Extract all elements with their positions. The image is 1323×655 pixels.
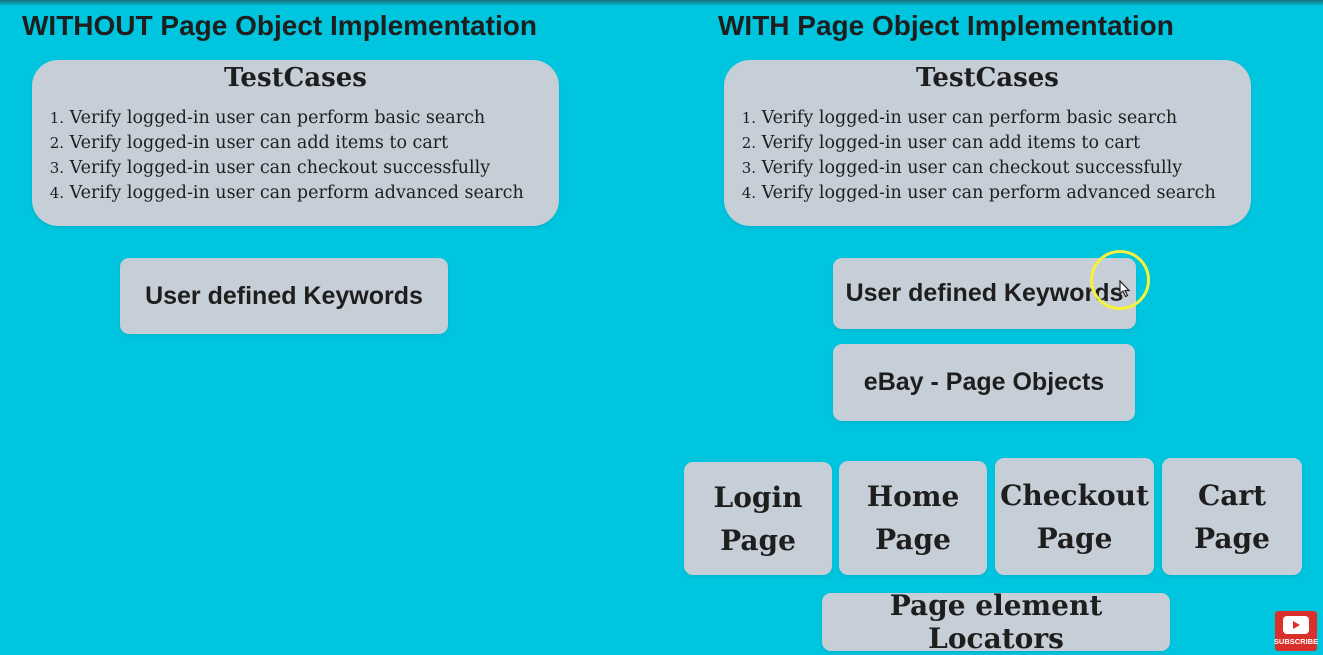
list-item: 3. Verify logged-in user can checkout su… bbox=[741, 158, 1183, 178]
youtube-subscribe-button[interactable]: SUBSCRIBE bbox=[1273, 611, 1319, 651]
list-item: 1. Verify logged-in user can perform bas… bbox=[741, 108, 1178, 128]
home-page-box: Home Page bbox=[839, 461, 987, 575]
left-testcases-list: 1. Verify logged-in user can perform bas… bbox=[46, 106, 524, 206]
right-keywords-box: User defined Keywords bbox=[833, 258, 1136, 329]
right-heading: WITH Page Object Implementation bbox=[718, 10, 1174, 41]
right-testcases-title: TestCases bbox=[916, 63, 1059, 93]
login-page-box: Login Page bbox=[684, 462, 832, 575]
right-testcases-list: 1. Verify logged-in user can perform bas… bbox=[738, 106, 1216, 206]
list-item: 1. Verify logged-in user can perform bas… bbox=[49, 108, 486, 128]
left-testcases-panel: TestCases 1. Verify logged-in user can p… bbox=[32, 60, 559, 226]
list-item: 2. Verify logged-in user can add items t… bbox=[741, 133, 1141, 153]
checkout-page-box: Checkout Page bbox=[995, 458, 1154, 575]
list-item: 2. Verify logged-in user can add items t… bbox=[49, 133, 449, 153]
list-item: 4. Verify logged-in user can perform adv… bbox=[49, 183, 524, 203]
locators-box: Page element Locators bbox=[822, 589, 1170, 655]
left-heading: WITHOUT Page Object Implementation bbox=[22, 10, 537, 41]
cursor-highlight-ring bbox=[1090, 250, 1150, 310]
left-testcases-title: TestCases bbox=[224, 63, 367, 93]
right-testcases-panel: TestCases 1. Verify logged-in user can p… bbox=[724, 60, 1251, 226]
youtube-play-icon bbox=[1283, 616, 1309, 634]
mouse-pointer-icon bbox=[1119, 280, 1131, 298]
subscribe-label: SUBSCRIBE bbox=[1273, 637, 1319, 646]
cart-page-box: Cart Page bbox=[1162, 458, 1302, 575]
list-item: 3. Verify logged-in user can checkout su… bbox=[49, 158, 491, 178]
video-top-bar bbox=[0, 0, 1323, 6]
list-item: 4. Verify logged-in user can perform adv… bbox=[741, 183, 1216, 203]
left-keywords-box: User defined Keywords bbox=[120, 258, 448, 334]
page-objects-box: eBay - Page Objects bbox=[833, 344, 1135, 421]
